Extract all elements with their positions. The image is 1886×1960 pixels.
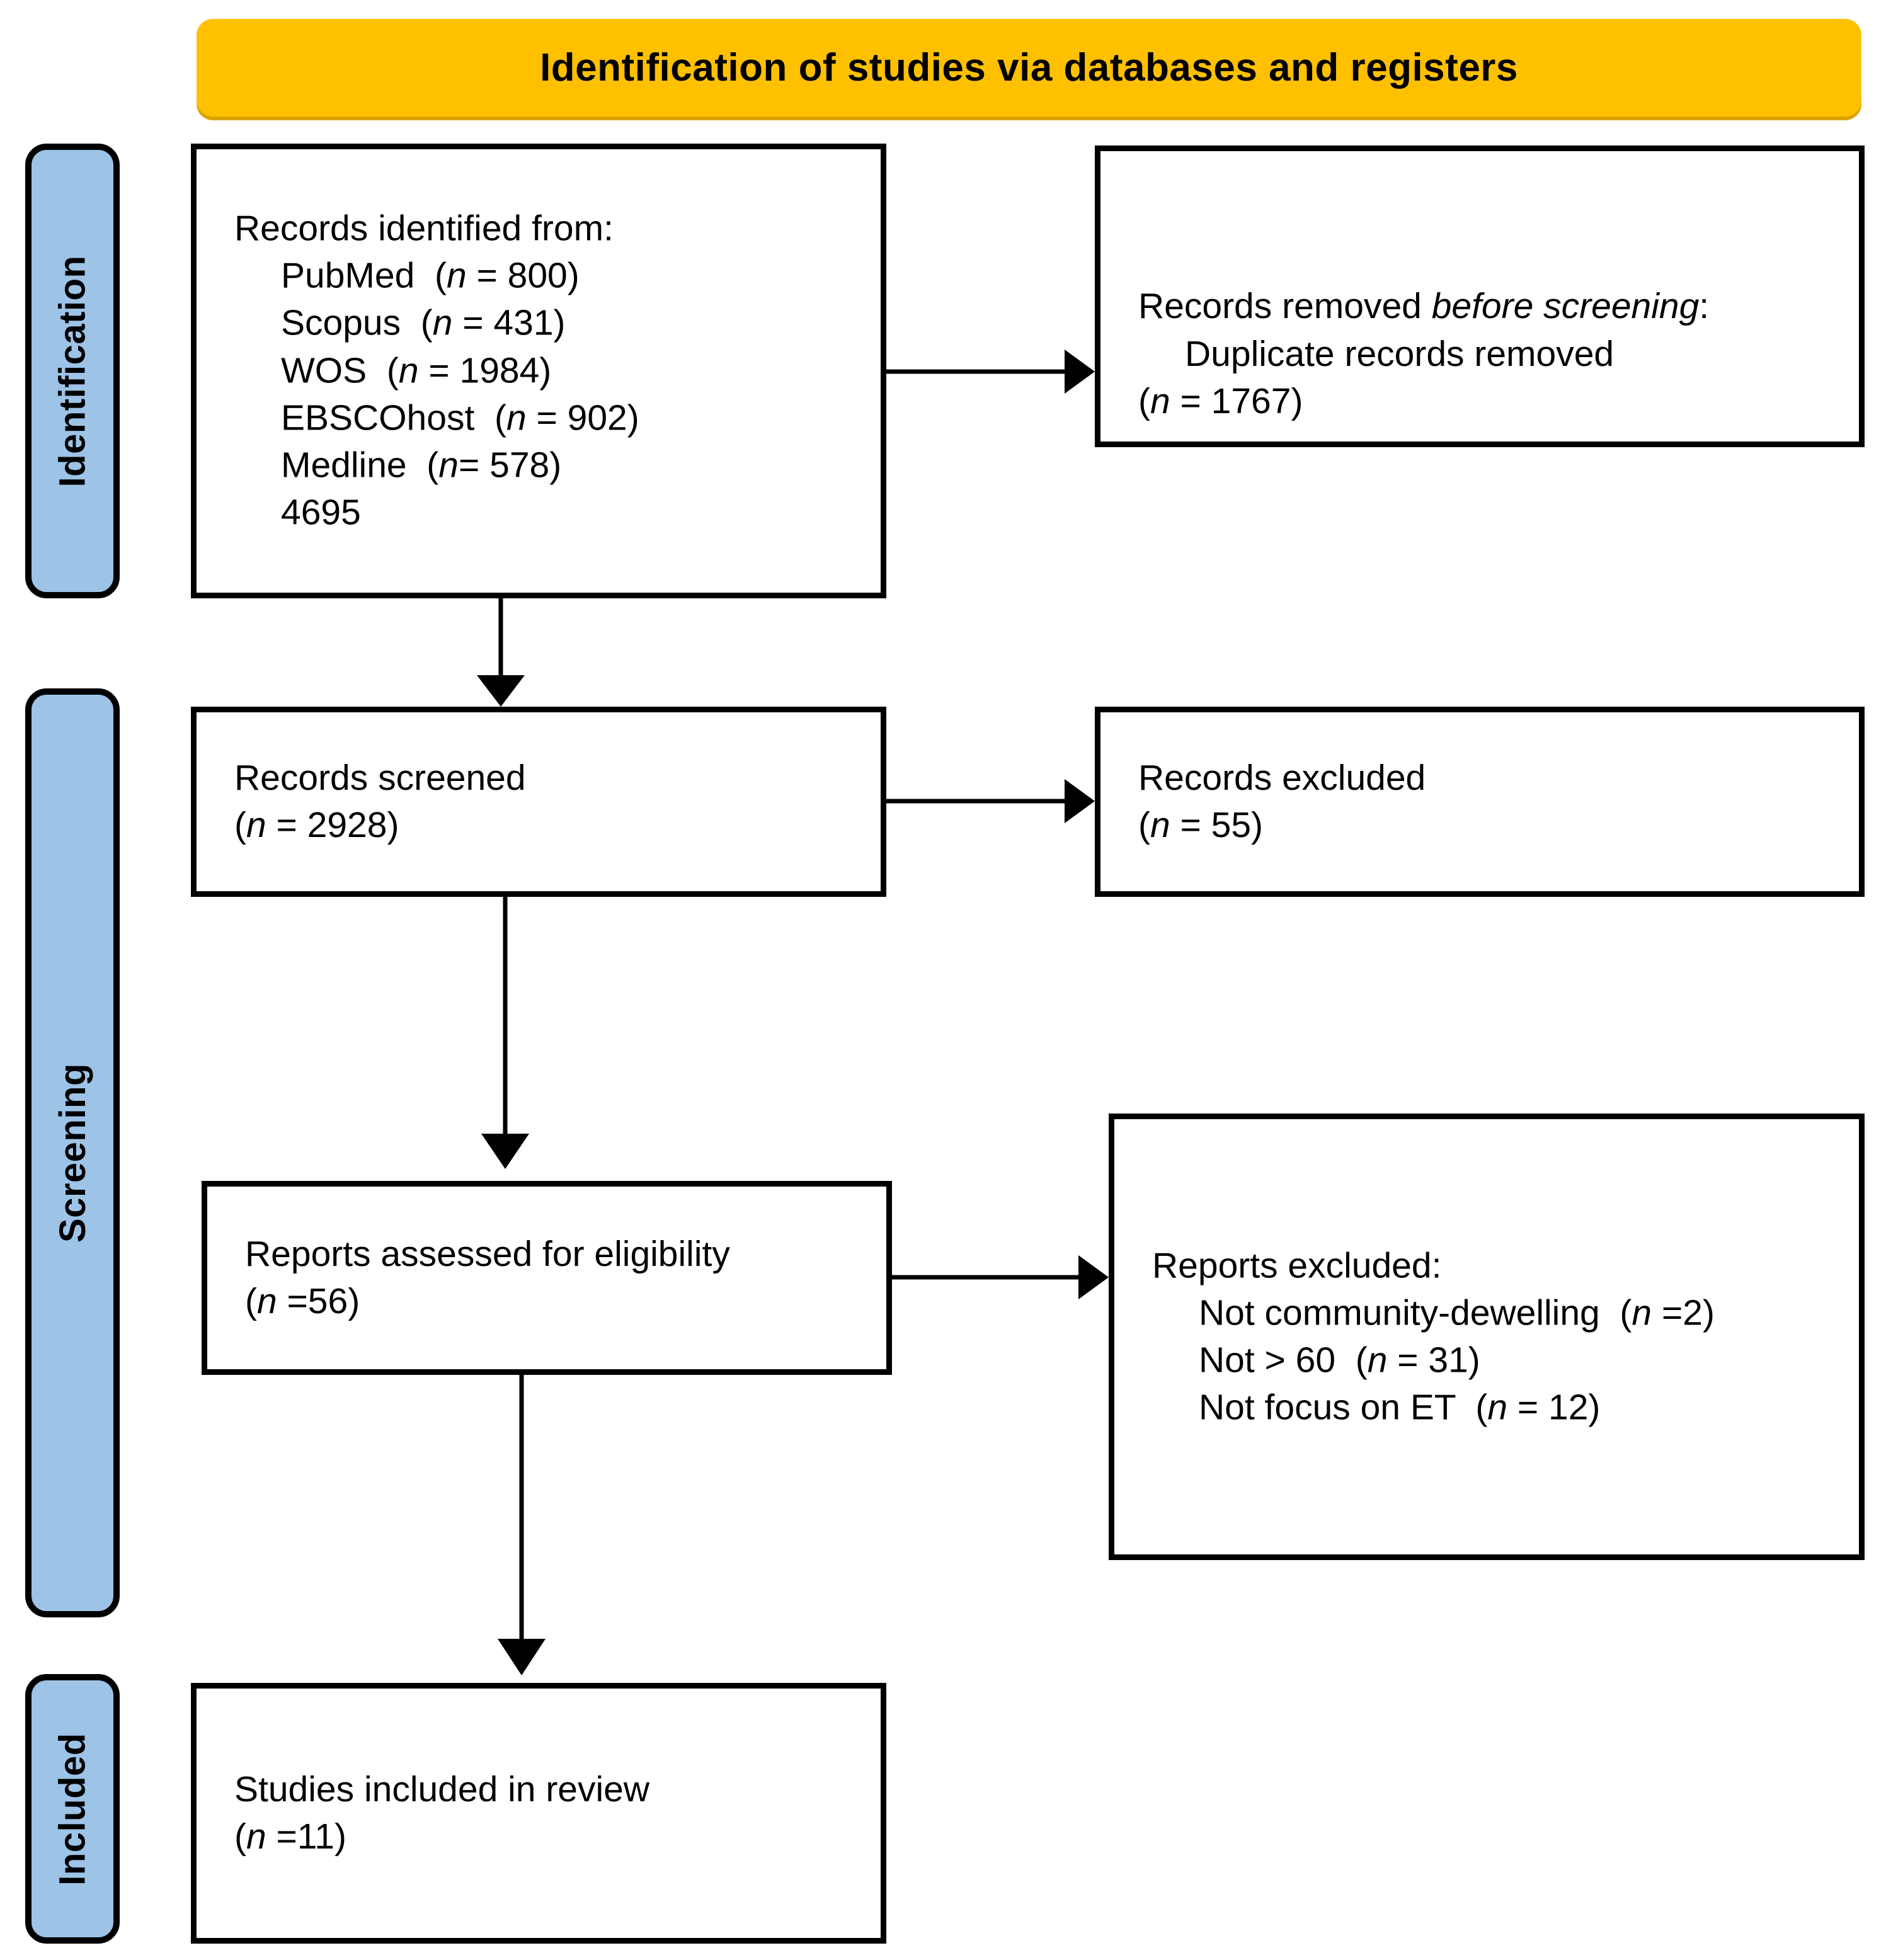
box-reports-excluded: Reports excluded: Not community-dewellin… [1109, 1114, 1865, 1560]
box-records-screened: Records screened (n = 2928) [191, 707, 886, 897]
box-records-removed: Records removed before screening: Duplic… [1095, 145, 1865, 447]
records-excluded-count: (n = 55) [1138, 805, 1264, 845]
source-count: (n = 800) [425, 255, 580, 296]
reason-text: Not > 60 [1199, 1340, 1336, 1381]
stage-tab-identification: Identification [25, 144, 120, 598]
records-removed-count: (n = 1767) [1138, 380, 1303, 421]
arrow-assessed-to-reports-excluded [892, 1255, 1109, 1299]
records-identified-item: Scopus (n = 431) [234, 300, 862, 347]
reason-text: Not community-dewelling [1199, 1292, 1600, 1333]
reports-excluded-reason: Not > 60 (n = 31) [1152, 1337, 1840, 1384]
arrow-screened-to-excluded [886, 779, 1095, 823]
records-removed-detail: Duplicate records removed [1185, 333, 1615, 374]
source-name: Medline [281, 445, 407, 486]
reports-excluded-reason: Not community-dewelling (n =2) [1152, 1289, 1840, 1336]
diagram-title: Identification of studies via databases … [540, 46, 1518, 89]
records-identified-heading: Records identified from: [234, 208, 614, 249]
studies-included-heading: Studies included in review [234, 1769, 650, 1809]
box-studies-included-in-review: Studies included in review (n =11) [191, 1683, 886, 1944]
reason-count: (n =2) [1609, 1292, 1715, 1333]
stage-label-identification: Identification [52, 255, 93, 487]
source-name: PubMed [281, 255, 415, 296]
records-removed-heading-plain: Records removed [1138, 286, 1432, 327]
studies-included-count: (n =11) [234, 1816, 346, 1857]
source-count: (n = 1984) [377, 350, 552, 391]
reason-count: (n = 12) [1465, 1387, 1601, 1428]
source-name: Scopus [281, 303, 401, 344]
source-name: EBSCOhost [281, 397, 475, 438]
box-records-excluded: Records excluded (n = 55) [1095, 707, 1865, 897]
records-identified-total: 4695 [281, 493, 361, 533]
diagram-header-banner: Identification of studies via databases … [197, 19, 1861, 117]
records-screened-count: (n = 2928) [234, 805, 399, 845]
records-excluded-heading: Records excluded [1138, 757, 1426, 798]
stage-label-included: Included [52, 1732, 93, 1886]
box-reports-assessed-for-eligibility: Reports assessed for eligibility (n =56) [202, 1181, 892, 1375]
reason-text: Not focus on ET [1199, 1387, 1456, 1428]
reports-assessed-heading: Reports assessed for eligibility [245, 1233, 730, 1274]
stage-tab-screening: Screening [25, 688, 120, 1617]
arrow-identified-to-removed [886, 350, 1095, 394]
reports-assessed-count: (n =56) [245, 1281, 360, 1321]
box-records-identified: Records identified from: PubMed (n = 800… [191, 144, 886, 598]
reports-excluded-reason: Not focus on ET (n = 12) [1152, 1384, 1840, 1432]
records-identified-item: PubMed (n = 800) [234, 253, 862, 300]
source-name: WOS [281, 350, 367, 391]
records-removed-heading: Records removed before screening: [1138, 283, 1840, 330]
records-removed-heading-italic: before screening [1431, 286, 1700, 327]
records-identified-item: WOS (n = 1984) [234, 347, 862, 394]
reason-count: (n = 31) [1345, 1340, 1480, 1381]
stage-label-screening: Screening [52, 1063, 93, 1243]
source-count: (n = 902) [484, 397, 639, 438]
arrow-screened-to-assessed [481, 897, 529, 1169]
source-count: (n = 431) [410, 303, 566, 344]
records-screened-heading: Records screened [234, 757, 526, 798]
records-removed-heading-tail: : [1699, 286, 1710, 327]
stage-tab-included: Included [25, 1674, 120, 1944]
arrow-identified-to-screened [477, 598, 525, 707]
reports-excluded-heading: Reports excluded: [1152, 1245, 1442, 1286]
source-count: (n= 578) [416, 445, 562, 486]
arrow-assessed-to-included [498, 1375, 546, 1675]
records-identified-item: Medline (n= 578) [234, 442, 862, 489]
records-identified-item: EBSCOhost (n = 902) [234, 395, 862, 442]
